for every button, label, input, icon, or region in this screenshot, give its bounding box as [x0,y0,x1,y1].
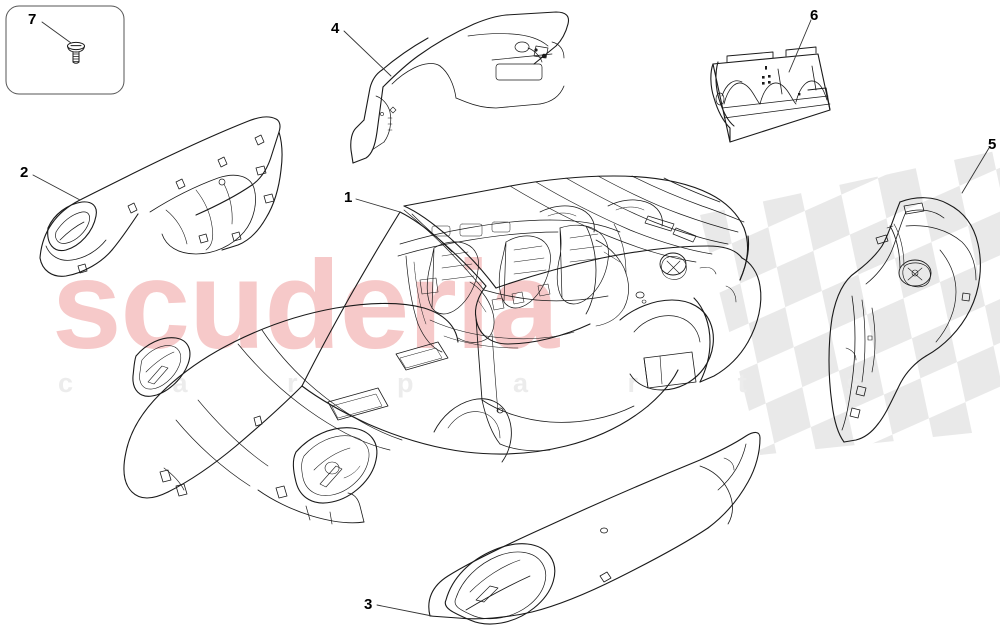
callout-number-1: 1 [344,189,353,206]
fastener-screw-icon [67,41,85,64]
callout-number-4: 4 [331,20,340,37]
part-4-a-pillar-frame [350,11,570,164]
part-1-body-shell [123,175,762,525]
part-6-crash-absorber [710,46,831,143]
callout-box-7 [5,5,125,95]
leader-lines [32,19,990,617]
callout-number-5: 5 [988,136,997,153]
callout-number-6: 6 [810,7,819,24]
callout-number-3: 3 [364,596,373,613]
part-2-front-wing-left [39,116,283,277]
part-5-rear-quarter-panel [828,197,981,443]
callout-number-2: 2 [20,164,29,181]
part-3-front-wing-right [428,431,761,625]
callout-number-7: 7 [28,11,37,28]
